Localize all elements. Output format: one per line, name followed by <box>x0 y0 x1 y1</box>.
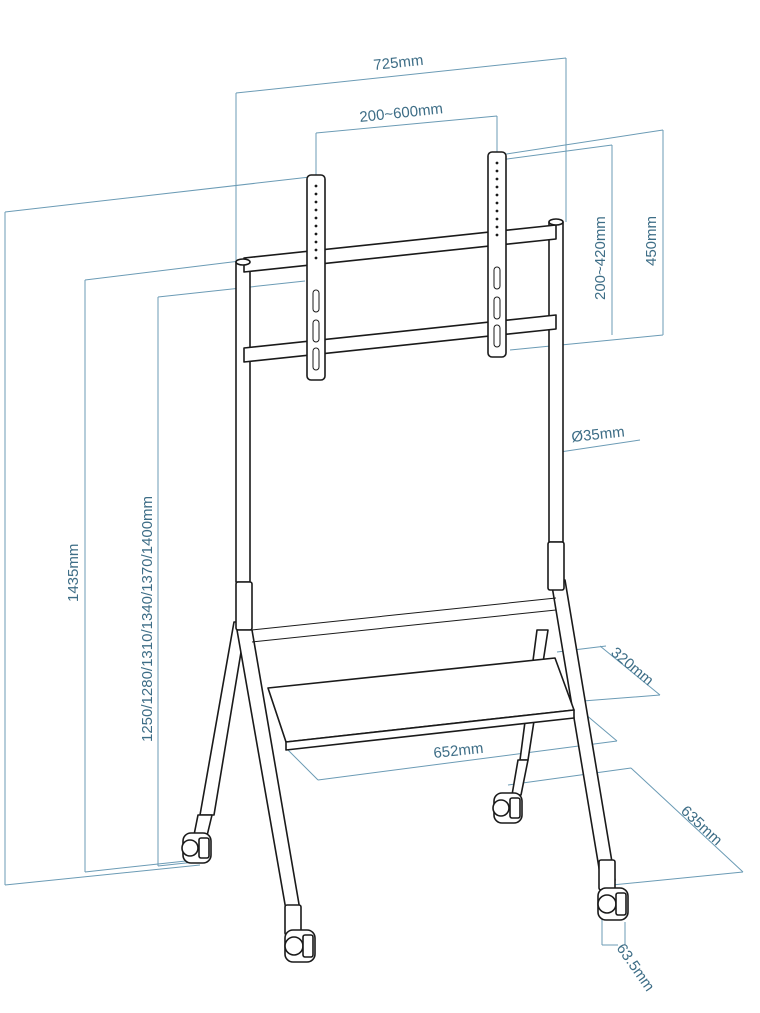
caster-front-left <box>181 832 212 864</box>
overall-height-label: 1435mm <box>65 544 82 602</box>
stand-drawing <box>181 151 629 963</box>
caster-size-label: 63.5mm <box>613 941 658 995</box>
bracket-height-label: 450mm <box>643 216 660 266</box>
dimension-lines <box>4 57 744 946</box>
vesa-height-label: 200~420mm <box>592 216 609 300</box>
center-heights-label: 1250/1280/1310/1340/1370/1400mm <box>139 496 156 742</box>
caster-back <box>492 792 523 824</box>
caster-front-center <box>284 929 316 963</box>
shelf-width-label: 652mm <box>433 740 485 762</box>
shelf-depth-label: 320mm <box>607 644 656 689</box>
caster-front-right <box>597 887 629 921</box>
tube-diameter-label: Ø35mm <box>571 423 626 445</box>
overall-width-label: 725mm <box>373 52 425 74</box>
base-depth-label: 635mm <box>677 802 725 849</box>
